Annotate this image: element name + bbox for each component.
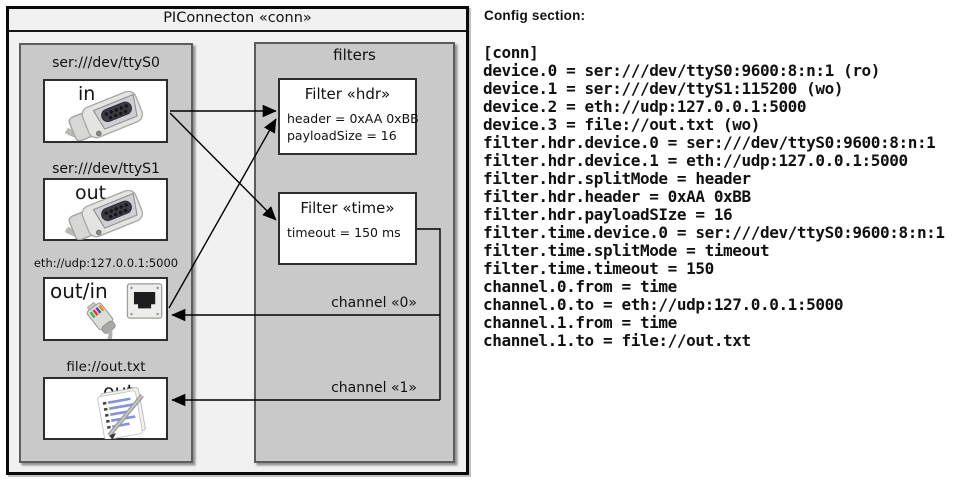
device-box-ttys0: in [43,79,168,143]
filter-hdr-attr-header: header = 0xAA 0xBB [287,111,419,126]
device-label-ttys1: ser:///dev/ttyS1 [52,161,160,177]
device-label-eth: eth://udp:127.0.0.1:5000 [33,256,179,270]
filter-hdr-box: Filter «hdr» header = 0xAA 0xBB payloadS… [278,78,419,155]
filter-time-title: Filter «time» [300,199,395,217]
filter-time-box: Filter «time» timeout = 150 ms [278,192,417,265]
device-box-file: out [43,377,168,440]
channel-0-label: channel «0» [331,295,417,311]
notepad-icon [97,387,146,439]
filters-group-title: filters [333,46,376,64]
filter-hdr-attr-payload: payloadSize = 16 [287,128,397,143]
device-box-ttys1: out [43,178,168,241]
device-label-ttys0: ser:///dev/ttyS0 [52,55,160,71]
serial-connector-icon [64,91,144,141]
ethernet-icon [86,283,163,339]
device-label-file: file://out.txt [66,359,146,375]
device-box-eth: out/in [43,277,168,341]
port-label-out-in: out/in [50,279,108,303]
filter-hdr-title: Filter «hdr» [304,85,391,103]
port-label-in: in [78,83,96,105]
diagram-title: PIConnecton «conn» [9,7,466,32]
filter-time-attr-timeout: timeout = 150 ms [287,225,401,240]
config-section-heading: Config section: [484,8,586,23]
port-label-out: out [75,182,107,204]
config-text: [conn] device.0 = ser:///dev/ttyS0:9600:… [483,43,945,350]
serial-connector-icon [64,190,144,240]
channel-1-label: channel «1» [331,380,417,396]
